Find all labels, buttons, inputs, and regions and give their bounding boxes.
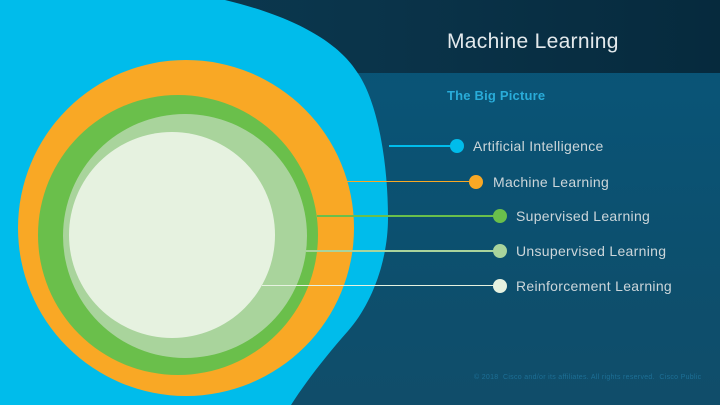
- ring-reinforcement-learning: [69, 132, 275, 338]
- legend-label-unsupervised-learning: Unsupervised Learning: [516, 243, 667, 259]
- legend-label-reinforcement-learning: Reinforcement Learning: [516, 277, 673, 294]
- legend-dot-unsupervised-learning: [493, 244, 507, 258]
- copyright-footer: © 2018 Cisco and/or its affiliates. All …: [474, 374, 702, 381]
- callout-line-artificial-intelligence: [389, 145, 457, 147]
- legend-label-artificial-intelligence: Artificial Intelligence: [473, 138, 604, 154]
- slide-title: Machine Learning: [447, 30, 619, 53]
- legend-dot-reinforcement-learning: [493, 278, 507, 293]
- callout-line-machine-learning: [347, 180, 476, 183]
- callout-line-supervised-learning: [317, 215, 500, 217]
- callout-line-reinforcement-learning: [262, 284, 500, 287]
- legend-label-machine-learning: Machine Learning: [493, 173, 610, 190]
- callout-line-unsupervised-learning: [306, 250, 500, 252]
- legend-dot-artificial-intelligence: [450, 139, 464, 153]
- slide-subtitle: The Big Picture: [447, 88, 546, 103]
- legend-dot-machine-learning: [469, 174, 483, 189]
- legend-dot-supervised-learning: [493, 209, 507, 223]
- legend-label-supervised-learning: Supervised Learning: [516, 208, 651, 224]
